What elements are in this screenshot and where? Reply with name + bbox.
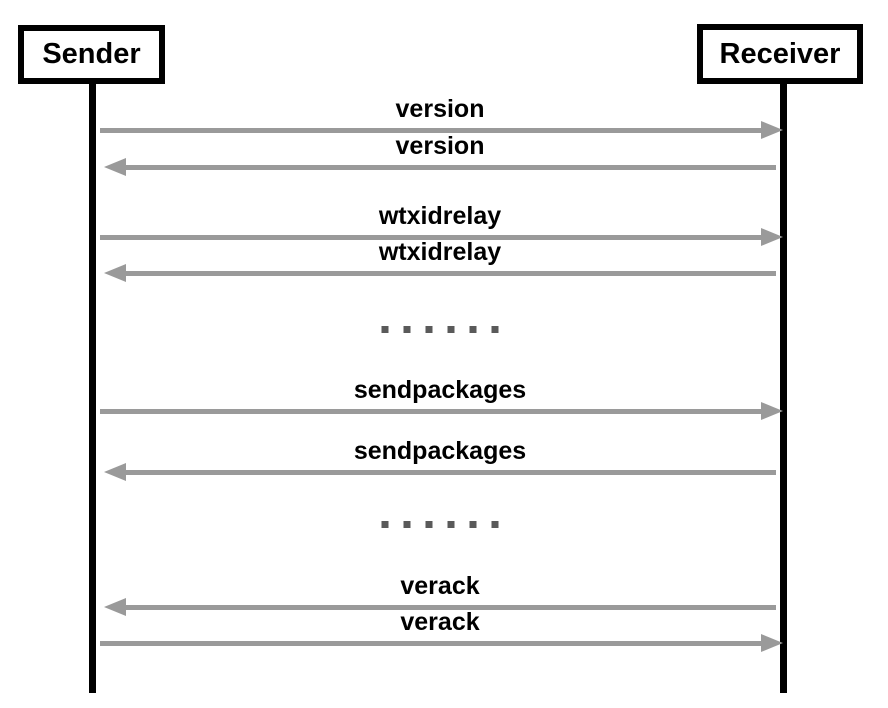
participant-box-receiver[interactable]: Receiver xyxy=(697,24,863,84)
message-label: wtxidrelay xyxy=(378,202,502,230)
ellipsis-dot xyxy=(447,521,455,528)
ellipsis-dot xyxy=(491,521,499,528)
lifeline-sender xyxy=(89,80,96,693)
ellipsis-dot xyxy=(491,326,499,333)
message-line xyxy=(126,605,776,610)
message-line xyxy=(100,128,762,133)
participant-label-sender: Sender xyxy=(42,38,141,70)
ellipsis-dot xyxy=(447,326,455,333)
ellipsis-dot xyxy=(403,521,411,528)
ellipsis-dot xyxy=(381,521,389,528)
message-line xyxy=(126,470,776,475)
message-line xyxy=(100,235,762,240)
lifeline-receiver xyxy=(780,80,787,693)
ellipsis-dot xyxy=(425,521,433,528)
participant-label-receiver: Receiver xyxy=(719,37,841,70)
message-label: sendpackages xyxy=(353,376,527,404)
participant-box-sender[interactable]: Sender xyxy=(18,25,165,84)
arrowhead-left-icon xyxy=(104,158,126,176)
arrowhead-left-icon xyxy=(104,598,126,616)
message-label: version xyxy=(395,95,485,123)
arrowhead-right-icon xyxy=(761,121,783,139)
continuation-ellipsis xyxy=(381,521,499,528)
arrowhead-right-icon xyxy=(761,634,783,652)
message-label: sendpackages xyxy=(353,437,527,465)
message-line xyxy=(126,271,776,276)
arrowhead-right-icon xyxy=(761,228,783,246)
message-label: version xyxy=(395,132,485,160)
ellipsis-dot xyxy=(469,521,477,528)
message-line xyxy=(126,165,776,170)
ellipsis-dot xyxy=(403,326,411,333)
arrowhead-right-icon xyxy=(761,402,783,420)
continuation-ellipsis xyxy=(381,326,499,333)
message-line xyxy=(100,641,762,646)
message-label: wtxidrelay xyxy=(378,238,502,266)
ellipsis-dot xyxy=(381,326,389,333)
ellipsis-dot xyxy=(469,326,477,333)
ellipsis-dot xyxy=(425,326,433,333)
arrowhead-left-icon xyxy=(104,463,126,481)
arrowhead-left-icon xyxy=(104,264,126,282)
message-line xyxy=(100,409,762,414)
message-label: verack xyxy=(400,608,480,636)
message-label: verack xyxy=(400,572,480,600)
